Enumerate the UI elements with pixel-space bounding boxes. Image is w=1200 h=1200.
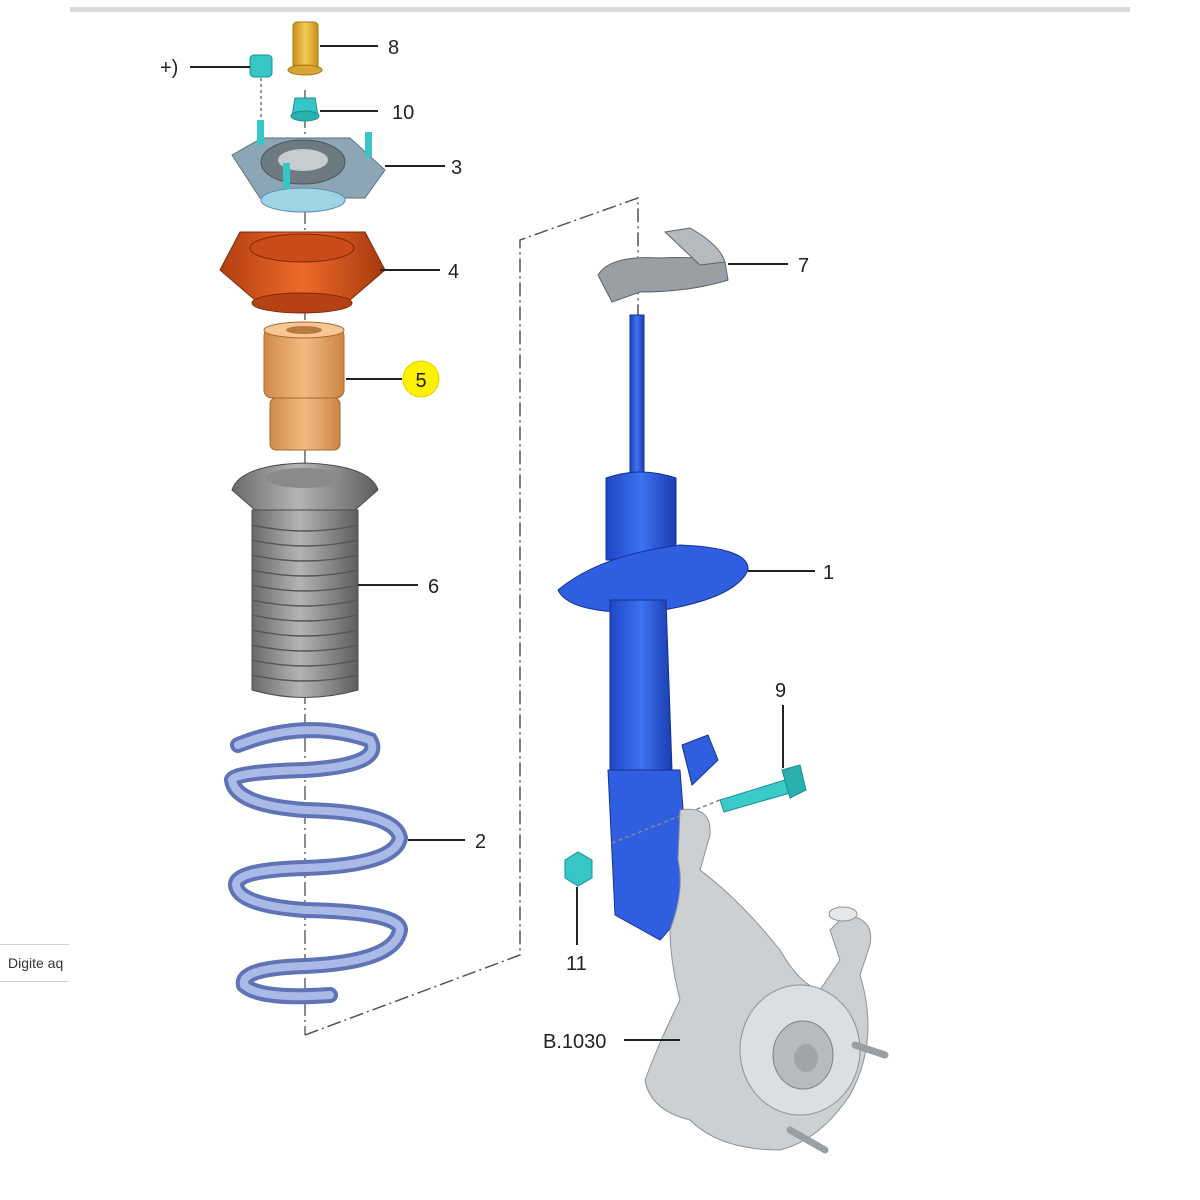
bolt-icon <box>611 764 807 844</box>
callout-plus: +) <box>160 57 178 79</box>
search-input[interactable] <box>0 945 69 981</box>
strut-mount-icon <box>219 231 386 314</box>
lower-nut-icon <box>564 851 593 887</box>
nut-icon <box>249 54 273 125</box>
callout-knuckle: B.1030 <box>543 1031 606 1053</box>
highlight-marker <box>402 360 440 398</box>
steering-knuckle-icon <box>644 808 889 1154</box>
top-mount-plate-icon <box>231 120 386 213</box>
dust-cap-icon <box>287 21 323 76</box>
assembly-bracket <box>304 196 639 1036</box>
callout-7: 7 <box>798 255 809 277</box>
coil-spring-icon <box>224 722 409 1005</box>
dust-boot-icon <box>231 462 379 698</box>
callout-2: 2 <box>475 831 486 853</box>
top-divider <box>70 7 1130 12</box>
callout-8: 8 <box>388 37 399 59</box>
text-input-box[interactable] <box>0 944 69 982</box>
callout-3: 3 <box>451 157 462 179</box>
callout-6: 6 <box>428 576 439 598</box>
upper-spring-seat-icon <box>597 227 729 303</box>
callout-5: 5 <box>415 370 426 392</box>
callout-4: 4 <box>448 261 459 283</box>
top-nut-icon <box>290 97 320 122</box>
callout-11: 11 <box>566 953 587 975</box>
callout-9: 9 <box>775 680 786 702</box>
strut-assembly-icon <box>557 314 749 941</box>
callout-1: 1 <box>823 562 834 584</box>
callout-10: 10 <box>392 102 414 124</box>
bump-stop-icon <box>263 321 345 451</box>
